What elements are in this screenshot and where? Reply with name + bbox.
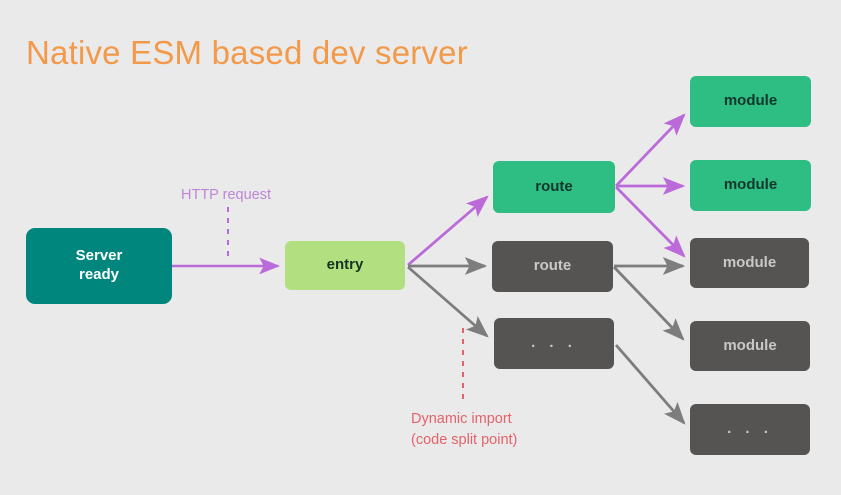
node-module-active-2[interactable]: module bbox=[690, 160, 811, 211]
node-route-inactive-label: route bbox=[533, 257, 572, 275]
node-module-inactive-1-label: module bbox=[722, 253, 777, 271]
edge-route-to-module-inactive bbox=[615, 186, 686, 258]
node-route-ellipsis-label: . . . bbox=[531, 334, 577, 352]
node-module-inactive-2[interactable]: module bbox=[690, 321, 810, 371]
edge-route-ellipsis-to-module-ellipsis bbox=[614, 344, 686, 425]
label-http-request: HTTP request bbox=[181, 187, 271, 203]
node-module-ellipsis[interactable]: . . . bbox=[690, 404, 810, 455]
edge-entry-to-route-ellipsis bbox=[407, 265, 489, 338]
node-entry-label: entry bbox=[326, 256, 364, 274]
node-route-active-label: route bbox=[535, 177, 573, 195]
node-module-active-2-label: module bbox=[723, 176, 778, 194]
node-route-inactive[interactable]: route bbox=[492, 241, 613, 292]
page-title: Native ESM based dev server bbox=[26, 34, 468, 71]
node-route-ellipsis[interactable]: . . . bbox=[494, 318, 614, 369]
node-module-inactive-2-label: module bbox=[723, 336, 777, 354]
edge-route-inactive-to-module-2 bbox=[612, 266, 685, 341]
label-dynamic-import-line2: (code split point) bbox=[411, 432, 518, 449]
label-dynamic-import: Dynamic import (code split point) bbox=[411, 409, 517, 451]
node-module-inactive-1[interactable]: module bbox=[690, 238, 809, 288]
node-module-ellipsis-label: . . . bbox=[727, 420, 773, 438]
edge-route-to-module-1 bbox=[614, 113, 686, 187]
edge-entry-to-route-active bbox=[407, 195, 489, 267]
node-module-active-1[interactable]: module bbox=[690, 76, 811, 127]
node-entry[interactable]: entry bbox=[285, 241, 405, 290]
node-module-active-1-label: module bbox=[723, 92, 778, 110]
node-route-active[interactable]: route bbox=[493, 161, 615, 213]
label-dynamic-import-line1: Dynamic import bbox=[411, 411, 512, 427]
